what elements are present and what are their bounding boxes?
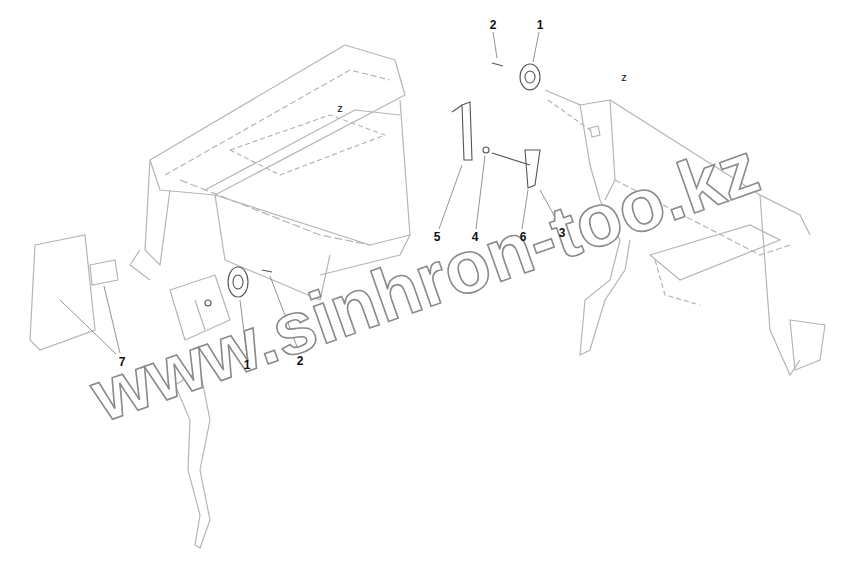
callout-number: 2 <box>490 19 497 31</box>
callout-number: 5 <box>434 231 441 243</box>
callout-number: 7 <box>119 356 126 368</box>
view-marker: z <box>621 72 627 83</box>
callout-number: 1 <box>244 359 251 371</box>
view-marker: z <box>337 103 343 114</box>
callout-number: 4 <box>472 231 479 243</box>
callout-number: 6 <box>520 231 527 243</box>
callout-number: 3 <box>559 227 566 239</box>
callout-number: 2 <box>297 355 304 367</box>
callout-number: 1 <box>537 19 544 31</box>
watermark: www.sinhron-too.kz <box>83 130 768 433</box>
